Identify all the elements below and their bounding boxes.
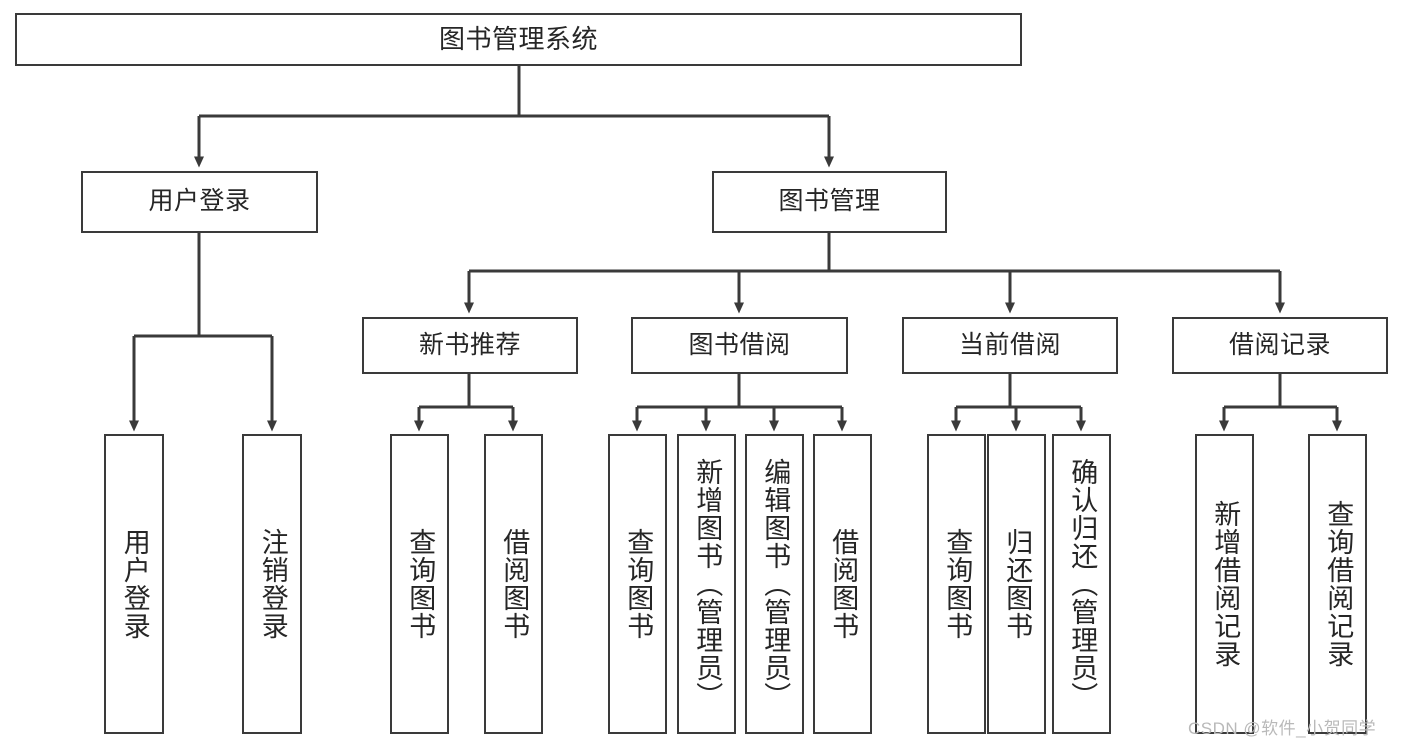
leaf-current-borrow-confirm-return[interactable]: 确认归还（管理员）	[1052, 434, 1111, 734]
leaf-book-borrow-edit[interactable]: 编辑图书（管理员）	[745, 434, 804, 734]
leaf-label: 编辑图书（管理员）	[760, 458, 791, 710]
node-user-login-label: 用户登录	[148, 187, 251, 216]
leaf-label: 借阅图书	[828, 528, 859, 640]
node-current-borrow[interactable]: 当前借阅	[902, 317, 1118, 374]
leaf-user-login-logout[interactable]: 注销登录	[242, 434, 302, 734]
node-borrow-record-label: 借阅记录	[1228, 330, 1331, 359]
leaf-label: 查询图书	[623, 528, 654, 640]
node-user-login[interactable]: 用户登录	[81, 171, 318, 233]
leaf-book-borrow-add[interactable]: 新增图书（管理员）	[677, 434, 736, 734]
leaf-borrow-record-query[interactable]: 查询借阅记录	[1308, 434, 1367, 734]
node-new-book-recommend[interactable]: 新书推荐	[362, 317, 578, 374]
leaf-current-borrow-query[interactable]: 查询图书	[927, 434, 986, 734]
csdn-watermark: CSDN @软件_小贺同学	[1188, 719, 1377, 738]
node-book-management[interactable]: 图书管理	[712, 171, 947, 233]
leaf-label: 归还图书	[1002, 528, 1033, 640]
leaf-label: 新增借阅记录	[1210, 500, 1241, 668]
node-book-management-label: 图书管理	[778, 187, 881, 216]
node-book-borrow-label: 图书借阅	[688, 330, 791, 359]
node-root-label: 图书管理系统	[438, 24, 598, 55]
leaf-label: 查询借阅记录	[1323, 500, 1354, 668]
leaf-label: 查询图书	[942, 528, 973, 640]
leaf-label: 用户登录	[119, 528, 150, 640]
leaf-label: 确认归还（管理员）	[1067, 458, 1098, 710]
leaf-user-login-login[interactable]: 用户登录	[104, 434, 164, 734]
leaf-new-book-query[interactable]: 查询图书	[390, 434, 449, 734]
leaf-book-borrow-borrow[interactable]: 借阅图书	[813, 434, 872, 734]
leaf-borrow-record-add[interactable]: 新增借阅记录	[1195, 434, 1254, 734]
leaf-label: 查询图书	[405, 528, 436, 640]
leaf-label: 注销登录	[257, 528, 288, 640]
node-borrow-record[interactable]: 借阅记录	[1172, 317, 1388, 374]
node-new-book-recommend-label: 新书推荐	[418, 330, 521, 359]
leaf-label: 新增图书（管理员）	[692, 458, 723, 710]
node-root[interactable]: 图书管理系统	[15, 13, 1022, 66]
node-book-borrow[interactable]: 图书借阅	[631, 317, 848, 374]
node-current-borrow-label: 当前借阅	[958, 330, 1061, 359]
leaf-label: 借阅图书	[499, 528, 530, 640]
leaf-book-borrow-query[interactable]: 查询图书	[608, 434, 667, 734]
leaf-new-book-borrow[interactable]: 借阅图书	[484, 434, 543, 734]
leaf-current-borrow-return[interactable]: 归还图书	[987, 434, 1046, 734]
